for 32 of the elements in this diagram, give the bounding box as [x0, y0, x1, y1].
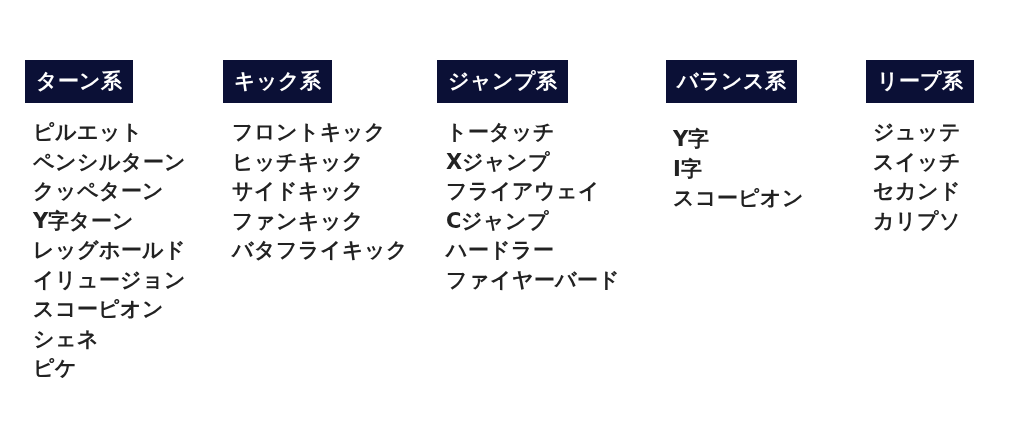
move-name: ハードラー	[446, 238, 554, 262]
move-name: クッペターン	[33, 179, 164, 203]
move-name: トータッチ	[446, 120, 555, 144]
category-heading: ターン系	[25, 60, 133, 103]
move-name: レッグホールド	[33, 238, 186, 262]
move-name: スコーピオン	[33, 297, 164, 321]
move-name: Y字ターン	[33, 208, 135, 233]
move-name: カリプソ	[873, 208, 961, 233]
move-name: ピルエット	[33, 120, 143, 144]
move-name: イリュージョン	[33, 267, 186, 292]
move-name: ピケ	[33, 356, 77, 380]
move-name: バタフライキック	[232, 238, 408, 262]
move-name: Cジャンプ	[446, 208, 550, 233]
category-heading: ジャンプ系	[437, 60, 568, 103]
move-name: サイドキック	[232, 179, 364, 203]
move-name: Xジャンプ	[446, 149, 551, 174]
category-heading: バランス系	[666, 60, 797, 103]
move-name: ペンシルターン	[33, 149, 186, 174]
move-name: I字	[673, 156, 702, 181]
move-name: スイッチ	[873, 149, 961, 174]
move-name: シェネ	[33, 326, 99, 351]
move-name: ヒッチキック	[232, 149, 364, 174]
move-name: ファンキック	[232, 208, 364, 233]
move-name: フライアウェイ	[446, 179, 600, 203]
move-name: フロントキック	[232, 120, 386, 144]
category-heading: キック系	[223, 60, 332, 103]
move-name: ファイヤーバード	[446, 267, 620, 292]
move-name: Y字	[673, 127, 710, 151]
move-name: セカンド	[873, 179, 961, 203]
category-heading: リープ系	[866, 60, 974, 103]
move-name: ジュッテ	[873, 120, 961, 144]
move-name: スコーピオン	[673, 186, 804, 210]
